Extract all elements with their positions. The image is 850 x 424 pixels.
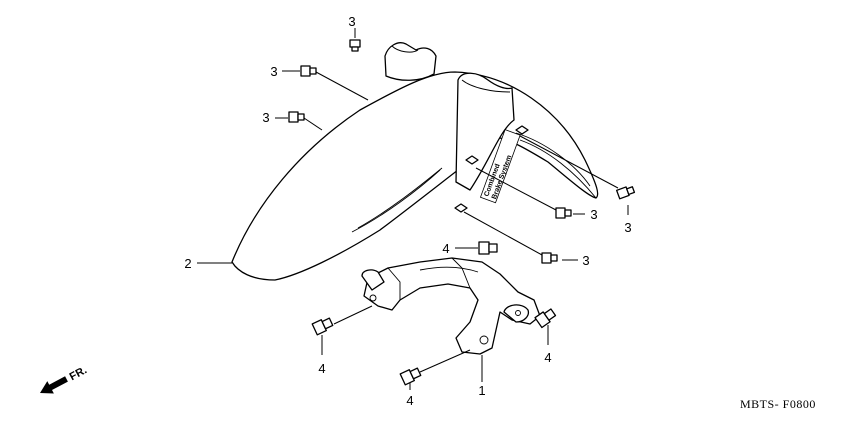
direction-label: FR. <box>68 364 89 383</box>
callout-4-bottom: 4 <box>406 393 413 408</box>
callout-3-lower-right: 3 <box>582 253 589 268</box>
screw-left-upper <box>300 65 317 77</box>
fender-stay-bracket <box>361 257 541 355</box>
bolt-top-mid <box>478 241 498 255</box>
callout-4-right: 4 <box>544 350 551 365</box>
callout-1: 1 <box>478 383 485 398</box>
callout-2: 2 <box>184 256 191 271</box>
screw-left-lower <box>288 111 305 123</box>
callout-4-top-mid: 4 <box>442 241 449 256</box>
leader-lines <box>197 28 629 390</box>
front-fender: Combined Brake System <box>231 42 599 281</box>
screw-right-end <box>616 186 636 200</box>
bolt-left <box>311 317 334 336</box>
callout-4-left: 4 <box>318 361 325 376</box>
drawing-code: MBTS- F0800 <box>740 397 816 411</box>
callout-3-left-upper: 3 <box>270 64 277 79</box>
callout-3-left-lower: 3 <box>262 110 269 125</box>
screw-middle-right <box>555 207 572 219</box>
front-direction-arrow: FR. <box>40 364 89 394</box>
callout-3-top: 3 <box>348 14 355 29</box>
bolt-right <box>534 308 557 329</box>
screw-lower-right <box>541 252 558 264</box>
screw-top <box>349 39 361 52</box>
bolt-bottom <box>399 367 422 386</box>
callout-3-middle-right: 3 <box>590 207 597 222</box>
callout-3-right-end: 3 <box>624 220 631 235</box>
